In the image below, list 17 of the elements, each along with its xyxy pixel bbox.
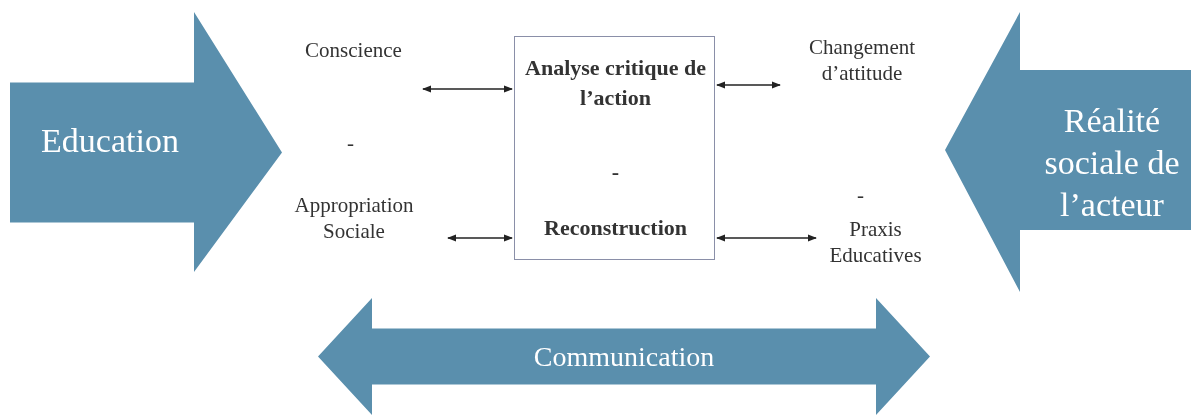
box-text: - [610,158,621,186]
box-text: Analyse critique de l’action [524,54,707,112]
double-arrow [716,234,817,242]
concept-text: Appropriation Sociale [293,192,415,244]
separator-dash: - [857,182,864,208]
concept-text: Conscience [304,37,403,63]
box-text: Reconstruction [543,214,688,242]
double-arrow [447,234,513,242]
double-arrow [716,81,781,89]
arrow-label: Réalité sociale de l’acteur [1043,101,1181,225]
arrow-label: Education [40,121,180,161]
concept-text: Changement d’attitude [807,34,917,86]
process-box [514,36,715,260]
double-arrow [422,85,513,93]
arrow-label: Communication [532,340,716,374]
concept-text: Praxis Educatives [828,216,923,268]
separator-dash: - [347,130,354,156]
